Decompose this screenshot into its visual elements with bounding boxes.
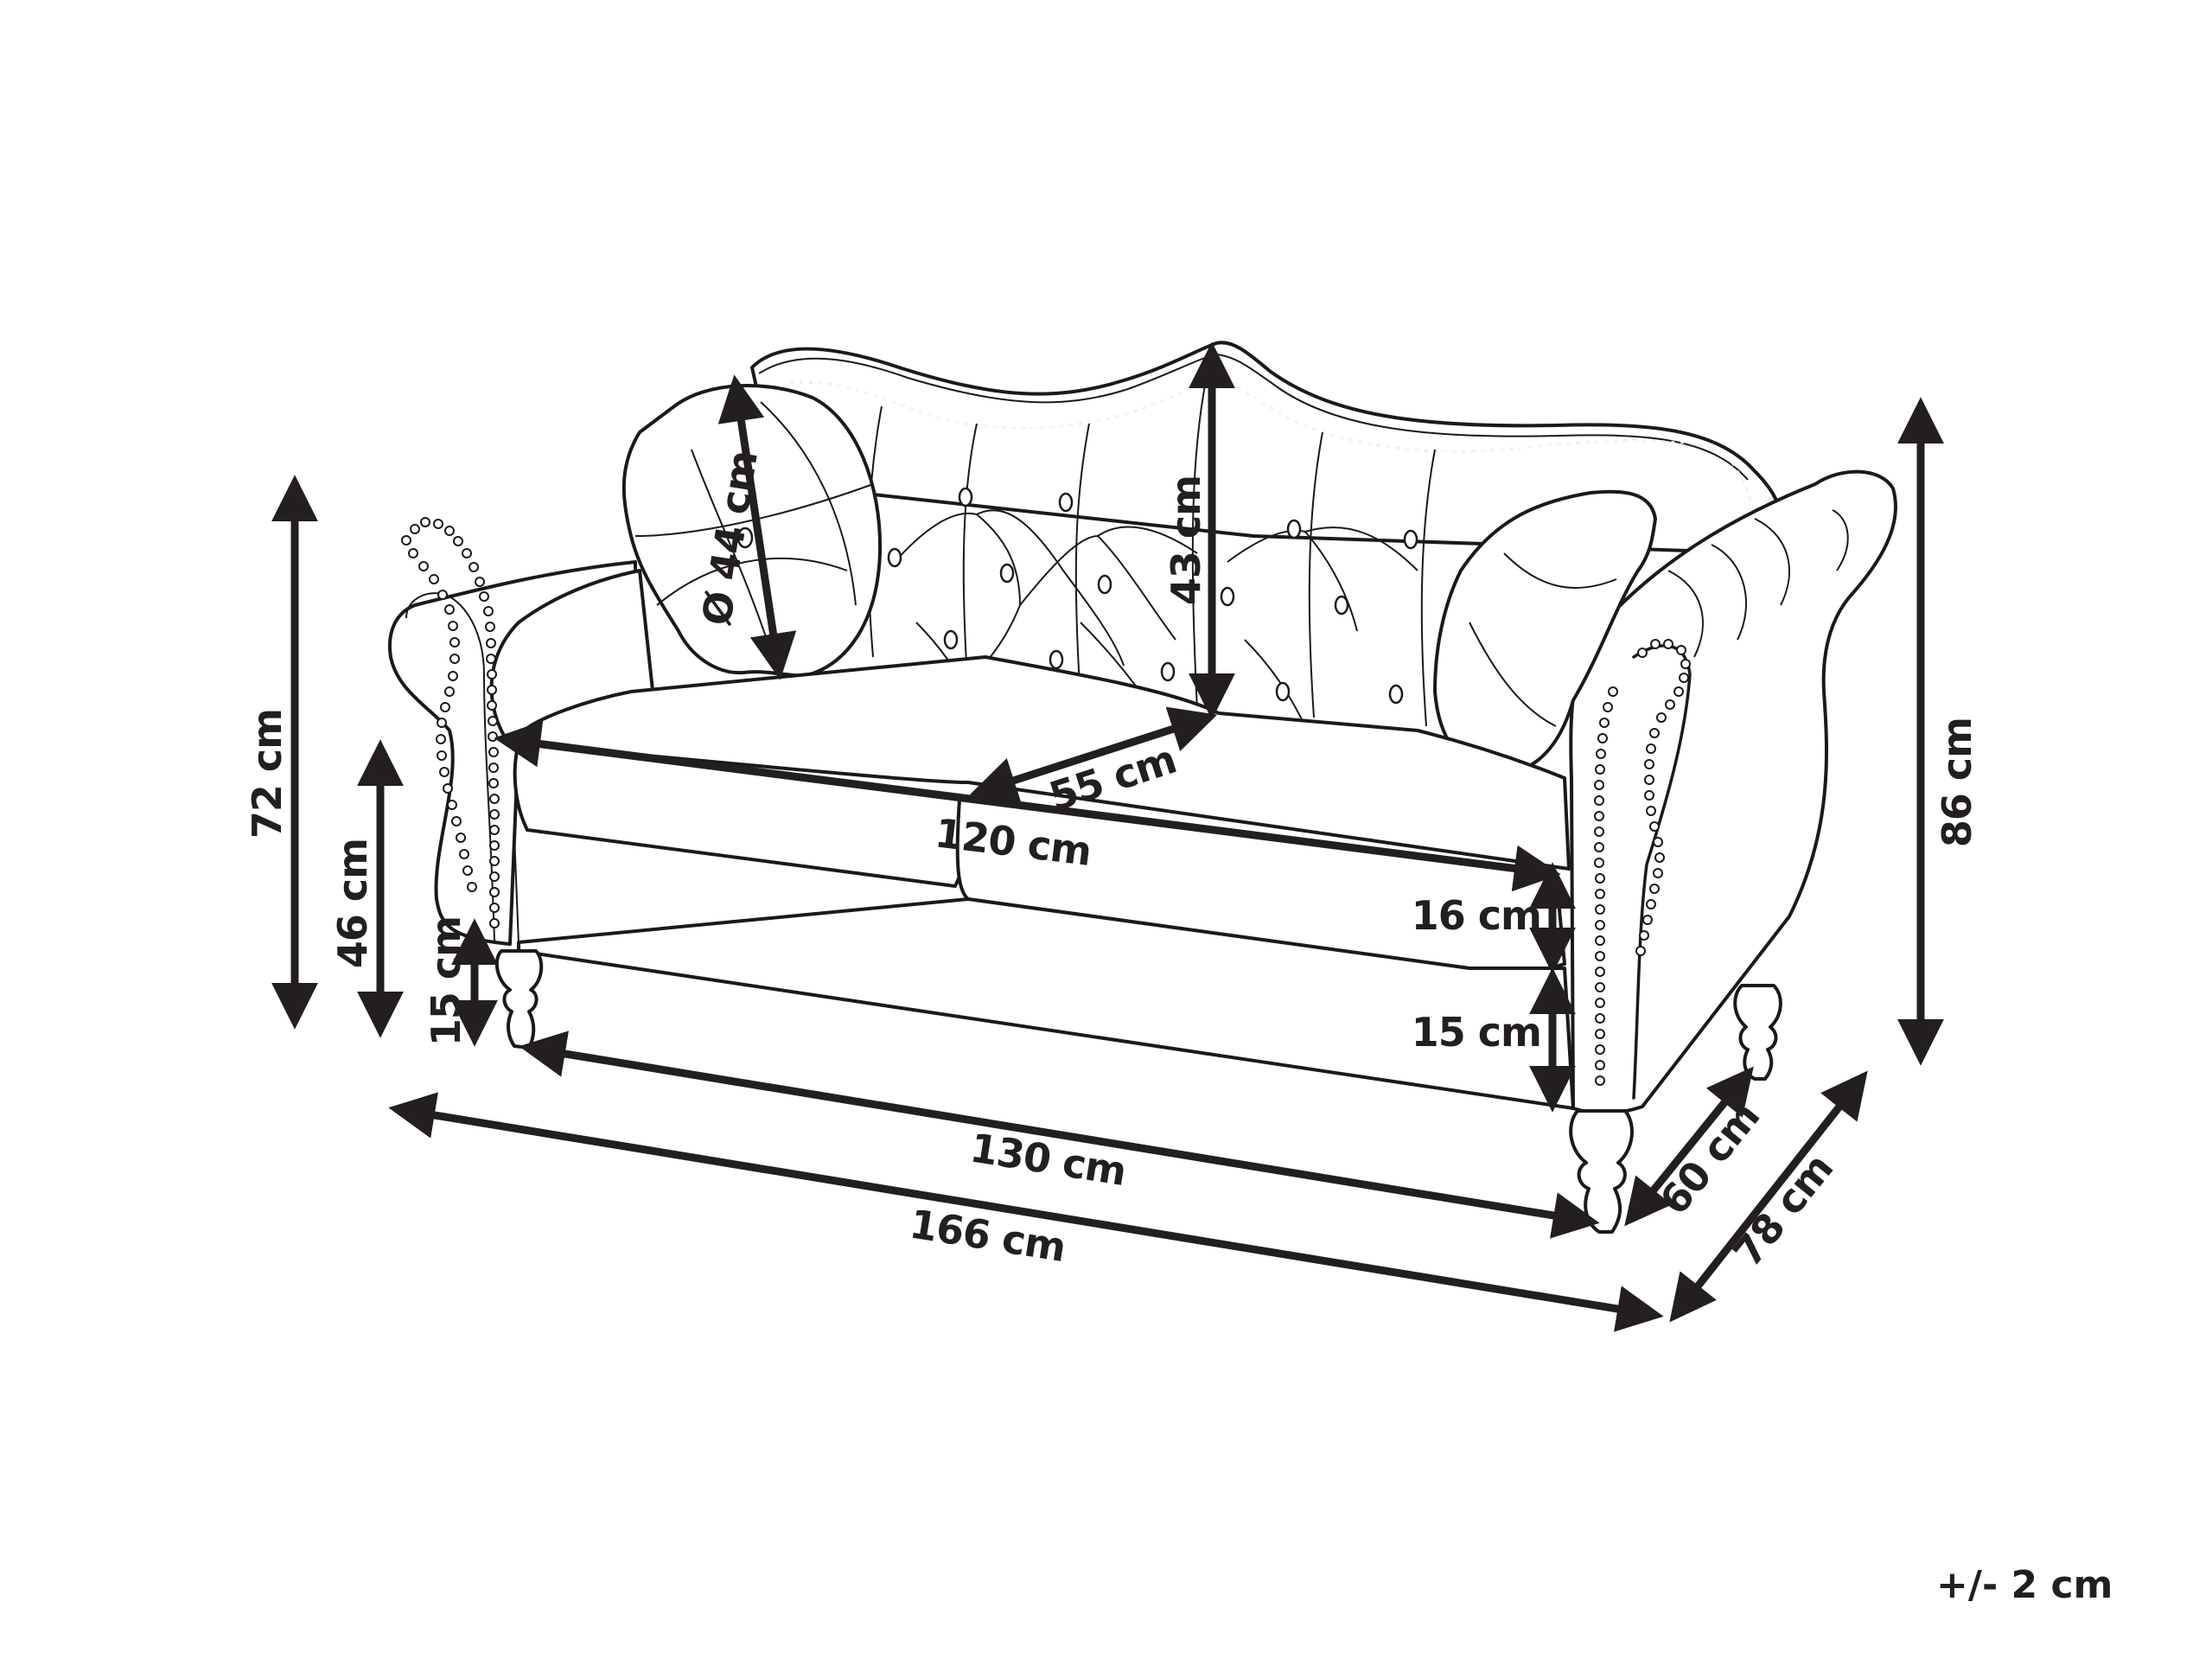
label-seat-height: 46 cm — [329, 839, 376, 968]
bolster-cushion — [1433, 489, 1657, 776]
label-total-depth: 78 cm — [1724, 1145, 1842, 1276]
dim-arrow-cushion-diameter — [717, 374, 797, 680]
dim-arrow-total-width — [388, 1092, 1664, 1332]
dim-arrow-seat-width — [494, 720, 1561, 892]
label-leg-height-left: 15 cm — [423, 916, 469, 1046]
label-base-depth: 60 cm — [1650, 1094, 1769, 1224]
right-arm-nailheads — [1594, 639, 1691, 1086]
right-arm — [1569, 469, 1897, 1115]
label-total-width: 166 cm — [907, 1200, 1068, 1271]
label-backrest-height: 43 cm — [1163, 475, 1209, 605]
dim-arrow-total-depth — [1669, 1070, 1868, 1323]
label-arm-height: 72 cm — [244, 709, 290, 839]
label-cushion-thickness: 16 cm — [1412, 892, 1541, 939]
dim-arrow-seat-depth — [969, 706, 1218, 803]
label-leg-height-right: 15 cm — [1412, 1009, 1541, 1056]
label-total-height: 86 cm — [1934, 718, 1980, 847]
tolerance-note: +/- 2 cm — [1936, 1563, 2113, 1607]
backrest-frame — [750, 341, 1784, 555]
dimension-labels: 86 cm 72 cm 46 cm 15 cm 16 cm 15 cm 43 c… — [244, 448, 1980, 1275]
dimension-lines — [271, 341, 1944, 1332]
